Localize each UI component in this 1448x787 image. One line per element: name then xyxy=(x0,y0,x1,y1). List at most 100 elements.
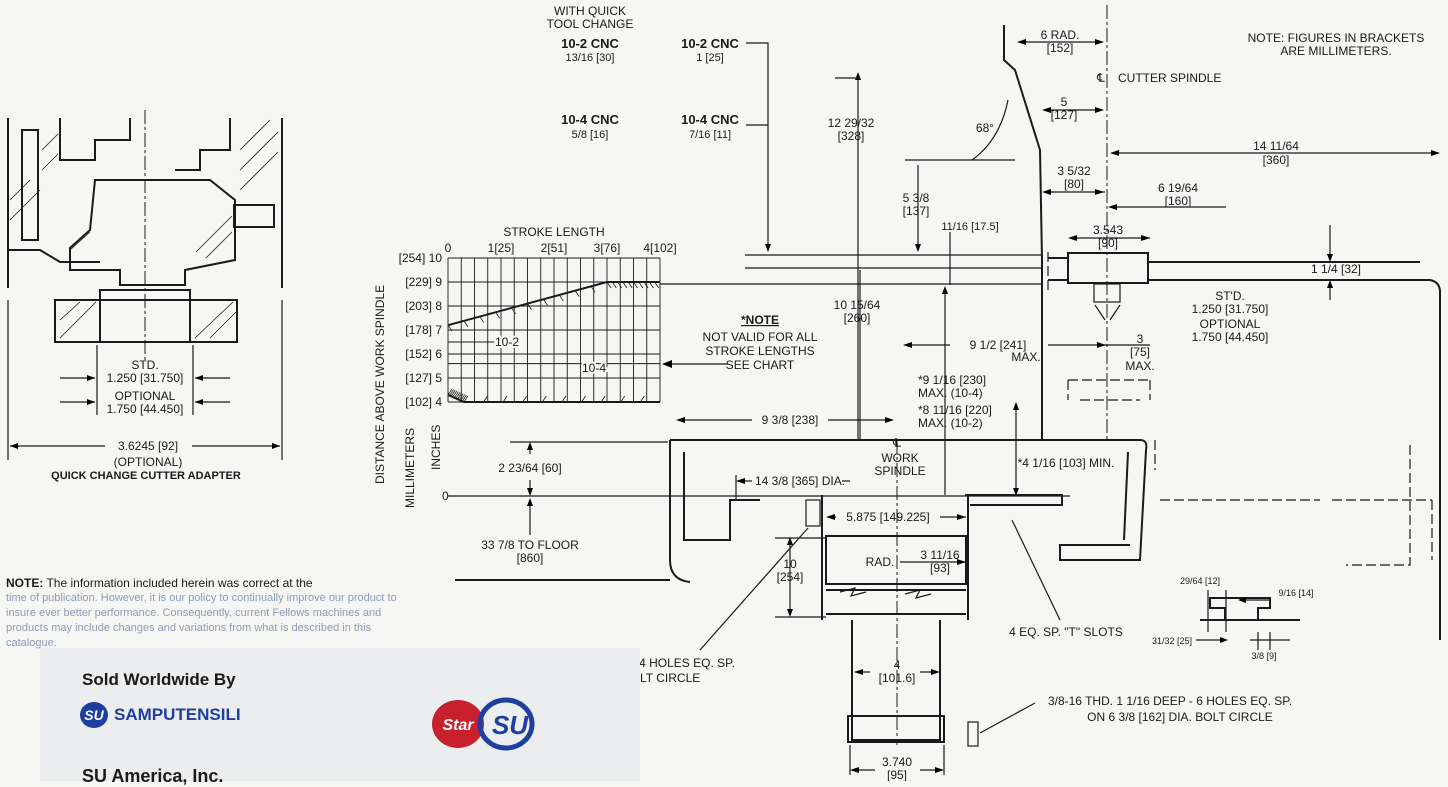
series-hatch xyxy=(620,395,626,403)
adapter-optional-dim: 1.750 [44.450] xyxy=(107,402,184,416)
dim-2-23-64: 2 23/64 [60] xyxy=(498,461,561,475)
optional-dim: 1.750 [44.450] xyxy=(1192,330,1269,344)
series-hatch xyxy=(463,395,469,403)
cutter-cl-symbol: ℄ xyxy=(1096,71,1105,85)
std-dim: 1.250 [31.750] xyxy=(1192,302,1269,316)
chart-y-tick: [102] 4 xyxy=(405,395,442,409)
note-figures-line2: ARE MILLIMETERS. xyxy=(1280,44,1391,58)
series-hatch xyxy=(654,281,660,289)
cutter-spindle-label: CUTTER SPINDLE xyxy=(1118,71,1221,85)
adapter-width-note: (OPTIONAL) xyxy=(114,455,183,469)
cl-symbol: ℄ xyxy=(892,436,901,450)
series-hatch xyxy=(574,290,580,297)
series-hatch xyxy=(627,281,633,289)
series-hatch xyxy=(452,390,458,398)
series-hatch xyxy=(463,320,469,328)
series-hatch xyxy=(640,395,645,403)
dim-12-29-32-mm: [328] xyxy=(838,129,865,143)
series-hatch xyxy=(617,281,622,289)
chart-y-tick: [254] 10 xyxy=(399,251,443,265)
chart-x-tick: 2[51] xyxy=(541,241,568,255)
series-hatch xyxy=(450,390,456,397)
adapter-std-dim: 1.250 [31.750] xyxy=(107,371,184,385)
series-hatch xyxy=(561,395,567,403)
chart-ylabel-mm: MILLIMETERS xyxy=(403,428,417,508)
cutter-adapter-drawing xyxy=(7,110,283,460)
su-mark-icon: SU xyxy=(80,702,108,728)
su-america-name: SU America, Inc. xyxy=(82,766,224,786)
chart-ylabel-distance: DISTANCE ABOVE WORK SPINDLE xyxy=(373,285,387,484)
dim-3-max: MAX. xyxy=(1125,359,1154,373)
dim-10-15-64-mm: [260] xyxy=(844,311,871,325)
series-hatch xyxy=(458,393,464,401)
tslot-3-8: 3/8 [9] xyxy=(1251,651,1276,661)
note-chart-line2: STROKE LENGTHS xyxy=(705,344,814,358)
star-logo-text: Star xyxy=(442,717,474,734)
series-hatch xyxy=(455,392,461,399)
t-slots-label: 4 EQ. SP. "T" SLOTS xyxy=(1009,625,1123,639)
adapter-optional-label: OPTIONAL xyxy=(115,389,176,403)
adapter-caption: QUICK CHANGE CUTTER ADAPTER xyxy=(51,470,241,482)
work-spindle-line2: SPINDLE xyxy=(874,464,925,478)
dim-3-543-mm: [90] xyxy=(1098,236,1118,250)
dim-8-11-16: *8 11/16 [220] xyxy=(918,403,992,417)
dim-14-3-8: 14 3/8 [365] DIA. xyxy=(755,474,845,488)
cnc104-dim: 7/16 [11] xyxy=(689,129,731,141)
series-hatch xyxy=(460,394,466,401)
dim-14-11-64-mm: [360] xyxy=(1263,153,1290,167)
dim-6-19-64: 6 19/64 xyxy=(1158,181,1198,195)
cnc102-label: 10-2 CNC xyxy=(681,36,739,51)
dim-3-740: 3.740 xyxy=(882,755,912,769)
samputensili-name: SAMPUTENSILI xyxy=(114,705,241,724)
dim-6rad-mm: [152] xyxy=(1047,41,1074,55)
chart-x-tick: 1[25] xyxy=(488,241,515,255)
cnc102-qtc-dim: 13/16 [30] xyxy=(566,52,615,64)
holes-label-2: ON 6 3/8 [162] DIA. BOLT CIRCLE xyxy=(1087,710,1273,724)
series-hatch xyxy=(590,286,596,293)
series-hatch xyxy=(483,395,488,403)
work-spindle-line1: WORK xyxy=(881,451,918,465)
note-label: NOTE: xyxy=(6,576,44,590)
dim-4-mm: [101.6] xyxy=(879,671,916,685)
dim-14-11-64: 14 11/64 xyxy=(1253,139,1299,153)
cnc104-label: 10-4 CNC xyxy=(681,112,739,127)
dim-33-7-8-mm: [860] xyxy=(517,551,544,565)
dim-3-543: 3.543 xyxy=(1093,223,1123,237)
dim-5-875: 5.875 [149.225] xyxy=(846,510,929,524)
note-chart-line3: SEE CHART xyxy=(726,358,795,372)
chart-y-tick: [152] 6 xyxy=(405,347,442,361)
cnc102-qtc-label: 10-2 CNC xyxy=(561,36,619,51)
note-faded-text: time of publication. However, it is our … xyxy=(6,592,397,649)
dim-3-11-16: 3 11/16 xyxy=(920,548,959,562)
dim-9-1-2-max: MAX. xyxy=(1011,350,1040,364)
optional-label: OPTIONAL xyxy=(1200,317,1261,331)
dim-9-3-8: 9 3/8 [238] xyxy=(762,413,819,427)
dim-4: 4 xyxy=(894,658,901,672)
series-hatch xyxy=(633,281,638,289)
dim-12-29-32: 12 29/32 xyxy=(828,116,875,130)
cnc104-qtc-dim: 5/8 [16] xyxy=(572,129,609,141)
series-label-104: 10-4 xyxy=(582,361,606,375)
chart-x-tick: 0 xyxy=(445,241,452,255)
dim-8-11-16-max: MAX. (10-2) xyxy=(918,416,983,430)
tslot-29-64: 29/64 [12] xyxy=(1180,576,1220,586)
adapter-std-label: STD. xyxy=(131,358,158,372)
sold-by-panel: Sold Worldwide By SU SAMPUTENSILI Star S… xyxy=(40,648,640,786)
sold-worldwide-title: Sold Worldwide By xyxy=(82,670,236,689)
series-hatch xyxy=(606,281,612,289)
dim-4-1-16: *4 1/16 [103] MIN. xyxy=(1018,456,1115,470)
chart-title: STROKE LENGTH xyxy=(503,225,604,239)
series-hatch xyxy=(581,395,586,403)
series-hatch xyxy=(527,303,532,310)
series-label-102: 10-2 xyxy=(495,335,519,349)
cnc104-qtc-label: 10-4 CNC xyxy=(561,112,619,127)
dim-3-11-16-mm: [93] xyxy=(930,561,950,575)
series-hatch xyxy=(543,299,548,306)
quick-tool-line2: TOOL CHANGE xyxy=(547,17,634,31)
dim-3-5-32: 3 5/32 xyxy=(1057,164,1091,178)
tslot-9-16: 9/16 [14] xyxy=(1278,588,1313,598)
dim-10-mm: [254] xyxy=(777,570,804,584)
adapter-width-dim: 3.6245 [92] xyxy=(118,439,178,453)
